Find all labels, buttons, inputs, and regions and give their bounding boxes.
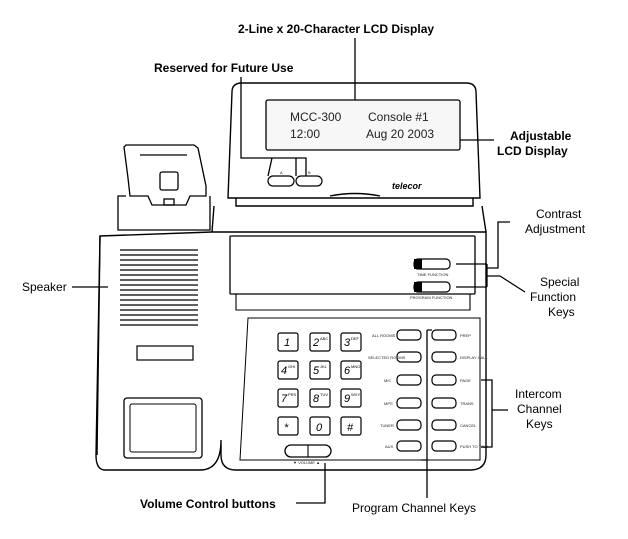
intercom-key-display-call-label: DISPLAY CALL xyxy=(460,355,488,360)
upper-panel xyxy=(229,235,476,295)
callout-special-2: Function xyxy=(530,290,576,304)
card-pocket xyxy=(123,397,203,459)
callout-lcd-display: 2-Line x 20-Character LCD Display xyxy=(238,22,434,36)
intercom-channel-keys: PREP DISPLAY CALL PAGE TRANS CANCEL PUSH… xyxy=(431,329,489,452)
program-key-mps[interactable] xyxy=(396,397,422,409)
reserved-key-a[interactable] xyxy=(267,175,295,187)
callout-adjustable-2: LCD Display xyxy=(497,144,568,158)
svg-text:2: 2 xyxy=(312,337,319,349)
callout-speaker: Speaker xyxy=(22,280,67,294)
callout-reserved: Reserved for Future Use xyxy=(154,61,294,75)
reserved-key-a-label: A xyxy=(280,170,283,175)
program-key-selected-rooms[interactable] xyxy=(396,351,422,363)
callout-intercom-1: Intercom xyxy=(515,387,562,401)
callout-intercom-2: Channel xyxy=(517,402,562,416)
intercom-key-display-call[interactable] xyxy=(431,351,457,363)
callout-volume: Volume Control buttons xyxy=(140,497,276,511)
lcd-line2-right: Aug 20 2003 xyxy=(366,127,434,141)
program-key-aux-label: AUX xyxy=(385,444,394,449)
keypad-key-0[interactable]: 0 xyxy=(309,416,331,436)
volume-rocker[interactable] xyxy=(284,444,332,458)
callout-special-3: Keys xyxy=(548,305,575,319)
console-body xyxy=(95,231,487,471)
svg-text:JKL: JKL xyxy=(320,364,328,369)
svg-text:4: 4 xyxy=(281,365,287,377)
label-slot xyxy=(136,345,194,361)
callout-special-1: Special xyxy=(540,275,579,289)
leader-lines xyxy=(72,38,526,504)
lcd-line1-left: MCC-300 xyxy=(290,110,342,124)
reserved-key-b[interactable] xyxy=(295,175,323,187)
svg-text:#: # xyxy=(347,422,354,434)
svg-text:*: * xyxy=(284,422,289,434)
lcd-line1-right: Console #1 xyxy=(368,110,429,124)
callout-adjustable-1: Adjustable xyxy=(510,129,572,143)
keypad-key-1[interactable]: 1 xyxy=(277,332,299,352)
volume-label: ▼ VOLUME ▲ xyxy=(293,460,320,465)
callout-contrast-1: Contrast xyxy=(536,207,582,221)
svg-text:8: 8 xyxy=(313,393,320,405)
svg-text:TUV: TUV xyxy=(320,392,328,397)
program-key-all-rooms-label: ALL ROOMS xyxy=(372,333,396,338)
keypad-key-star[interactable]: * xyxy=(277,416,299,436)
program-key-all-rooms[interactable] xyxy=(396,329,422,341)
intercom-key-trans[interactable] xyxy=(431,397,457,409)
reserved-key-b-label: B xyxy=(308,170,311,175)
svg-text:WXY: WXY xyxy=(351,392,360,397)
program-key-mic[interactable] xyxy=(396,374,422,386)
svg-text:DEF: DEF xyxy=(351,336,360,341)
svg-text:ABC: ABC xyxy=(320,336,328,341)
program-channel-keys: ALL ROOMS SELECTED ROOMS MIC MPS TUNER A… xyxy=(368,329,422,452)
svg-text:MNO: MNO xyxy=(351,364,360,369)
intercom-key-prep[interactable] xyxy=(431,329,457,341)
intercom-key-push-to-talk[interactable] xyxy=(431,440,457,452)
lcd-housing xyxy=(211,82,487,233)
program-key-aux[interactable] xyxy=(396,440,422,452)
lcd-screen xyxy=(265,99,461,151)
program-key-tuner[interactable] xyxy=(396,419,422,431)
program-key-selected-rooms-label: SELECTED ROOMS xyxy=(368,355,406,360)
svg-text:0: 0 xyxy=(316,422,323,434)
intercom-key-page[interactable] xyxy=(431,374,457,386)
program-key-tuner-label: TUNER xyxy=(380,423,394,428)
intercom-key-page-label: PAGE xyxy=(460,378,471,383)
lcd-line2-left: 12:00 xyxy=(290,127,320,141)
program-key-mps-label: MPS xyxy=(384,401,393,406)
keypad-key-hash[interactable]: # xyxy=(340,416,362,436)
intercom-key-trans-label: TRANS xyxy=(460,401,474,406)
time-function-label: TIME FUNCTION xyxy=(417,272,448,277)
callout-contrast-2: Adjustment xyxy=(525,222,586,236)
brand-logo: telecor xyxy=(392,181,422,191)
program-key-mic-label: MIC xyxy=(384,378,391,383)
svg-text:7: 7 xyxy=(281,393,288,405)
handset-cradle xyxy=(117,144,211,231)
svg-text:GHI: GHI xyxy=(288,364,295,369)
callout-program: Program Channel Keys xyxy=(352,501,476,515)
svg-text:5: 5 xyxy=(313,365,320,377)
program-function-label: PROGRAM FUNCTION xyxy=(410,295,453,300)
intercom-key-prep-label: PREP xyxy=(460,333,471,338)
intercom-key-push-to-talk-label: PUSH TO TALK xyxy=(460,444,489,449)
speaker-grille xyxy=(120,249,198,326)
svg-text:PRS: PRS xyxy=(288,392,297,397)
svg-text:3: 3 xyxy=(344,337,351,349)
intercom-key-cancel[interactable] xyxy=(431,419,457,431)
svg-text:9: 9 xyxy=(344,393,350,405)
intercom-key-cancel-label: CANCEL xyxy=(460,423,477,428)
svg-text:6: 6 xyxy=(344,365,351,377)
svg-text:1: 1 xyxy=(284,337,290,349)
callout-intercom-3: Keys xyxy=(526,417,553,431)
